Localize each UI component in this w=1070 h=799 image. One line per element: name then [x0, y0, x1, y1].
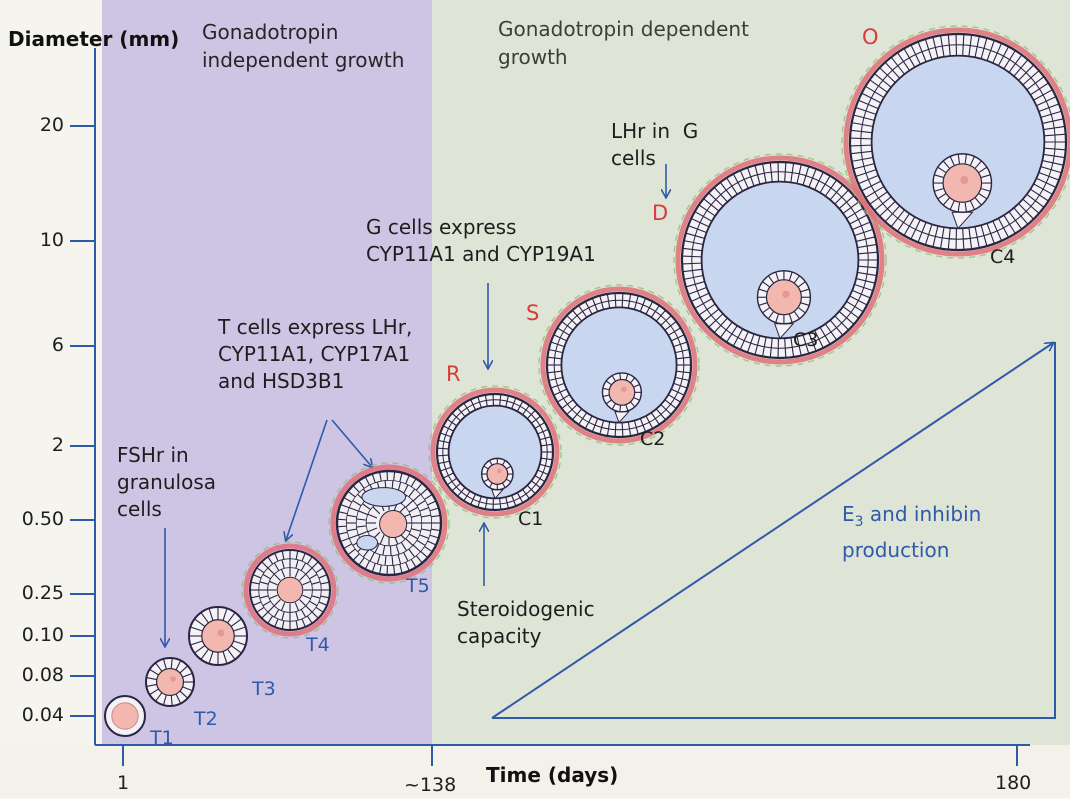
dependent-phase-label: Gonadotropin dependent growth	[498, 15, 749, 71]
independent-phase-label: Gonadotropin independent growth	[202, 18, 404, 74]
stage-label-c2: C2	[640, 426, 665, 453]
stage-label-c1: C1	[518, 506, 543, 533]
y-tick-label: 10	[2, 227, 64, 254]
stage-label-c4: C4	[990, 244, 1015, 271]
y-tick-label: 0.08	[2, 662, 64, 689]
production-subscript: 3	[855, 514, 864, 530]
y-tick-label: 0.25	[2, 580, 64, 607]
y-tick-label: 6	[2, 332, 64, 359]
y-tick-label: 0.50	[2, 506, 64, 533]
y-tick-label: 0.04	[2, 702, 64, 729]
production-prefix: E	[842, 502, 855, 526]
x-tick-label: 180	[995, 770, 1031, 797]
follicle-t2	[146, 658, 194, 706]
y-tick-label: 0.10	[2, 622, 64, 649]
steroid-annotation: Steroidogenic capacity	[457, 596, 595, 650]
production-label: E3 and inhibin production	[842, 500, 981, 564]
x-axis-label: Time (days)	[486, 762, 618, 789]
y-axis-label: Diameter (mm)	[8, 26, 179, 53]
y-tick-label: 20	[2, 112, 64, 139]
production-text: and inhibin production	[842, 502, 981, 562]
fshr-annotation: FSHr in granulosa cells	[117, 442, 216, 523]
lhr-annotation: LHr in G cells	[611, 118, 698, 172]
marker-s: S	[526, 300, 539, 327]
follicle-t3	[189, 607, 247, 665]
stage-label-c3: C3	[793, 327, 818, 354]
marker-o: O	[862, 24, 879, 51]
x-tick-label: ~138	[404, 772, 456, 799]
tcells-annotation: T cells express LHr, CYP11A1, CYP17A1 an…	[218, 314, 412, 395]
stage-label-t3: T3	[252, 676, 276, 703]
stage-label-t2: T2	[194, 706, 218, 733]
y-tick-label: 2	[2, 432, 64, 459]
stage-label-t1: T1	[150, 725, 174, 752]
x-tick-label: 1	[117, 770, 129, 797]
follicle-t1	[105, 696, 145, 736]
stage-label-t4: T4	[306, 632, 330, 659]
marker-r: R	[446, 361, 461, 388]
stage-label-t5: T5	[406, 573, 430, 600]
gcells-annotation: G cells express CYP11A1 and CYP19A1	[366, 214, 596, 268]
marker-d: D	[652, 200, 668, 227]
